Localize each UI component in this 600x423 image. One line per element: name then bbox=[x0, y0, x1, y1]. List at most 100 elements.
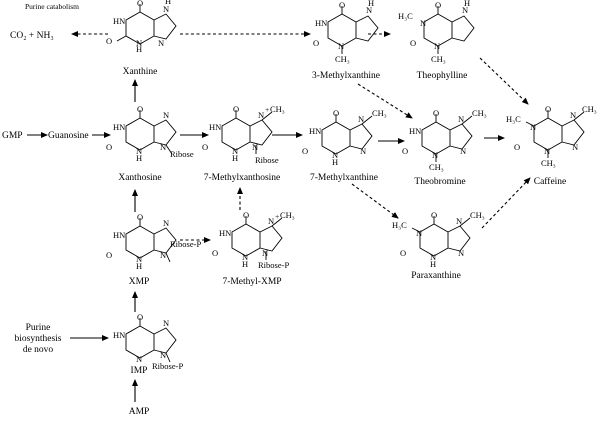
oxygen-atom: O bbox=[137, 212, 143, 222]
h-atom: H bbox=[430, 259, 436, 269]
oxygen-atom: O bbox=[431, 210, 437, 220]
hn-atom: HN bbox=[113, 16, 125, 26]
n-atom: N bbox=[136, 254, 142, 264]
imp-label: IMP bbox=[131, 366, 148, 376]
caffeine-structure: H₃C O O N N CH₃ N CH₃ N bbox=[506, 104, 597, 168]
positive-charge: + bbox=[265, 105, 269, 114]
xmp-structure: O HN O N H N N Ribose-P bbox=[106, 212, 201, 271]
7-methyl-xmp-structure: O HN O N H N + CH₃ N Ribose-P bbox=[212, 210, 295, 270]
3-methylxanthine-label: 3-Methylxanthine bbox=[312, 71, 380, 81]
oxygen-atom: O bbox=[106, 250, 112, 260]
3-methylxanthine-structure: O HN O N CH₃ N H bbox=[313, 0, 379, 64]
n-atom: N bbox=[432, 150, 438, 160]
caffeine-label: Caffeine bbox=[534, 176, 567, 187]
n-atom: N bbox=[460, 146, 466, 156]
ribose-phosphate-group: Ribose-P bbox=[170, 239, 201, 249]
oxygen-atom: O bbox=[545, 104, 551, 114]
n-atom: N bbox=[160, 350, 166, 360]
oxygen-atom: O bbox=[302, 146, 308, 156]
methyl-group: CH₃ bbox=[429, 162, 444, 172]
methyl-group: CH₃ bbox=[541, 158, 556, 168]
hn-atom: HN bbox=[113, 230, 125, 240]
7-methylxanthosine-label: 7-Methylxanthosine bbox=[204, 173, 281, 183]
methyl-group: CH₃ bbox=[335, 54, 350, 64]
xanthine-structure: O HN O H N N H N bbox=[106, 0, 177, 54]
h-atom: H bbox=[136, 261, 142, 271]
methyl-group: CH₃ bbox=[472, 108, 487, 118]
n-atom: N bbox=[458, 248, 464, 258]
oxygen-atom: O bbox=[410, 38, 416, 48]
hn-atom: HN bbox=[209, 122, 221, 132]
n-atom: N bbox=[160, 250, 166, 260]
methyl-group: CH₃ bbox=[372, 108, 387, 118]
oxygen-atom: O bbox=[333, 108, 339, 118]
oxygen-atom: O bbox=[202, 142, 208, 152]
oxygen-atom: O bbox=[339, 0, 345, 10]
oxygen-atom: O bbox=[106, 36, 112, 46]
theophylline-structure: H₃C O O N N CH₃ N H bbox=[398, 0, 475, 64]
methyl-group: H₃C bbox=[506, 114, 521, 124]
guanosine-label: Guanosine bbox=[48, 131, 89, 141]
hn-atom: HN bbox=[113, 330, 125, 340]
methyl-group: CH₃ bbox=[431, 54, 446, 64]
paraxanthine-label: Paraxanthine bbox=[411, 271, 461, 281]
n-atom: N bbox=[232, 146, 238, 156]
7-methylxanthosine-structure: O HN O N H N + CH₃ N Ribose bbox=[202, 104, 285, 165]
h-atom: H bbox=[232, 153, 238, 163]
h-atom: H bbox=[242, 259, 248, 269]
oxygen-atom: O bbox=[137, 104, 143, 114]
7-methyl-xmp-label: 7-Methyl-XMP bbox=[222, 277, 281, 287]
n-atom: N bbox=[416, 228, 422, 238]
oxygen-atom: O bbox=[137, 312, 143, 322]
methyl-group: CH₃ bbox=[582, 104, 597, 114]
amp-label: AMP bbox=[129, 407, 150, 417]
oxygen-atom: O bbox=[402, 146, 408, 156]
n-atom: N bbox=[258, 110, 264, 120]
methyl-group: CH₃ bbox=[270, 104, 285, 114]
h-atom: H bbox=[165, 0, 171, 6]
hn-atom: HN bbox=[309, 126, 321, 136]
n-atom: N bbox=[158, 38, 164, 48]
n-atom: N bbox=[160, 142, 166, 152]
n-atom: N bbox=[366, 5, 372, 15]
hn-atom: HN bbox=[315, 18, 327, 28]
purine-catabolism-label: Purine catabolism bbox=[25, 2, 79, 11]
n-atom: N bbox=[332, 150, 338, 160]
hn-atom: HN bbox=[219, 228, 231, 238]
theobromine-label: Theobromine bbox=[414, 177, 465, 187]
methyl-group: CH₃ bbox=[470, 210, 485, 220]
ribose-phosphate-group: Ribose-P bbox=[152, 361, 183, 371]
n-atom: N bbox=[456, 216, 462, 226]
n-atom: N bbox=[458, 114, 464, 124]
oxygen-atom: O bbox=[313, 38, 319, 48]
n-atom: N bbox=[420, 18, 426, 28]
n-atom: N bbox=[136, 146, 142, 156]
n-atom: N bbox=[163, 110, 169, 120]
co2-nh3-label: CO₂ + NH₃ bbox=[10, 31, 54, 41]
oxygen-atom: O bbox=[233, 104, 239, 114]
methyl-group: H₃C bbox=[392, 220, 407, 230]
arrows bbox=[27, 31, 531, 402]
n-atom: N bbox=[530, 122, 536, 132]
n-atom: N bbox=[252, 142, 258, 152]
n-atom: N bbox=[572, 142, 578, 152]
hn-atom: HN bbox=[409, 126, 421, 136]
h-atom: H bbox=[136, 153, 142, 163]
nh-atom-h: H bbox=[136, 44, 142, 54]
n-atom: N bbox=[358, 114, 364, 124]
purine-de-novo-label-line1: Purine bbox=[26, 323, 51, 333]
n-atom: N bbox=[570, 110, 576, 120]
xanthosine-structure: O HN O N H N N Ribose bbox=[106, 104, 194, 163]
n-atom: N bbox=[163, 318, 169, 328]
gmp-label: GMP bbox=[2, 131, 23, 141]
7-methylxanthine-structure: O HN O N H N CH₃ N bbox=[302, 108, 387, 167]
xanthine-label: Xanthine bbox=[123, 67, 158, 77]
n-atom: N bbox=[544, 146, 550, 156]
h-atom: H bbox=[464, 0, 470, 8]
methyl-group: CH₃ bbox=[280, 210, 295, 220]
n-atom: N bbox=[430, 252, 436, 262]
oxygen-atom: O bbox=[400, 248, 406, 258]
n-atom: N bbox=[136, 38, 142, 48]
oxygen-atom: O bbox=[435, 0, 441, 10]
